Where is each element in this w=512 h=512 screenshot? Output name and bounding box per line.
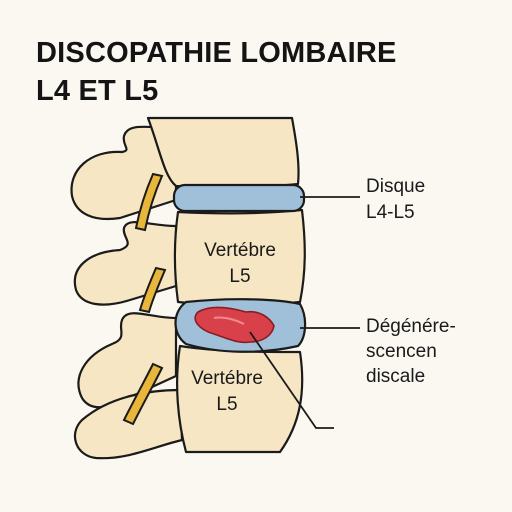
vertebra-middle <box>173 208 306 307</box>
nerve-root-2 <box>138 266 167 314</box>
vertebra-top <box>146 116 300 189</box>
nerve-roots <box>122 172 167 426</box>
vertebra-upper-label-line-2: L5 <box>229 266 250 287</box>
title-line-1: DISCOPATHIE LOMBAIRE <box>36 37 397 69</box>
disc-lesion <box>194 306 275 344</box>
nerve-root-3 <box>122 362 164 426</box>
intervertebral-discs <box>172 183 307 353</box>
spinous-process-middle <box>73 220 178 306</box>
posterior-processes <box>70 125 184 460</box>
disc-l4-l5 <box>172 183 306 213</box>
nerve-root-1 <box>134 172 164 232</box>
title-line-2: L4 ET L5 <box>36 75 159 107</box>
degeneration-label-line-3: discale <box>366 366 425 387</box>
disc-label-line-1: Disque <box>366 176 425 197</box>
vertebra-lower-label-line-2: L5 <box>216 394 237 415</box>
diagram-title: DISCOPATHIE LOMBAIRE L4 ET L5 <box>36 34 397 110</box>
vertebra-lower-label-line-1: Vertébre <box>191 368 263 389</box>
spinous-process-tail <box>73 388 184 460</box>
lesion-leader-line <box>249 331 334 429</box>
disc-label-line-2: L4-L5 <box>366 202 415 223</box>
vertebra-labels: Vertébre L5 Vertébre L5 <box>191 240 276 415</box>
lesion-highlight <box>213 316 245 325</box>
degeneration-label-line-2: scencen <box>366 341 437 362</box>
callout-labels: Disque L4-L5 Dégénére- scencen discale <box>366 176 456 387</box>
vertebra-upper-label-line-1: Vertébre <box>204 240 276 261</box>
degeneration-label-line-1: Dégénére- <box>366 316 456 337</box>
vertebral-bodies <box>146 116 306 454</box>
callout-lines <box>249 196 360 429</box>
vertebra-bottom <box>176 344 304 454</box>
